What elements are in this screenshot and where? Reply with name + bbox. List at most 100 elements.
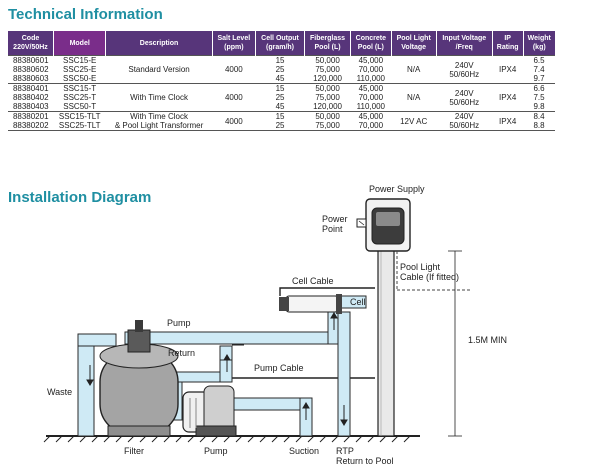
cell-output-cell-value: 45 <box>275 74 285 83</box>
input-voltage-cell-line: 50/60Hz <box>449 121 480 130</box>
header-line: Concrete <box>355 35 386 42</box>
header-line: Pool (L) <box>314 44 341 51</box>
header-ip-rating: IP Rating <box>492 31 524 56</box>
header-input-voltage: Input Voltage/Freq <box>436 31 493 56</box>
description-cell-line: Standard Version <box>128 65 190 74</box>
code-cell-value: 88380603 <box>12 74 49 83</box>
ip-rating-cell-line: IPX4 <box>498 116 517 126</box>
weight-cell-value: 8.4 <box>533 112 545 121</box>
cell-output-cell-value: 45 <box>275 102 285 111</box>
header-line: Salt Level <box>217 35 251 42</box>
cell-output-cell-value: 25 <box>275 93 285 102</box>
cell-output-cell-value: 15 <box>275 56 285 65</box>
weight-cell-value: 6.5 <box>533 56 545 65</box>
description-cell-line: With Time Clock <box>130 112 188 121</box>
fiberglass-cell-value: 75,000 <box>315 121 340 130</box>
header-line: (ppm) <box>224 44 244 51</box>
ground-hatching <box>43 435 411 443</box>
ip-rating-cell-line: IPX4 <box>498 65 517 74</box>
waste-label: Waste <box>47 387 73 397</box>
model-cell-value: SSC15-E <box>63 56 97 65</box>
salt-level-cell-line: 4000 <box>224 116 243 126</box>
code-cell-value: 88380602 <box>12 65 49 74</box>
pool-light-cell: N/A <box>391 83 437 112</box>
salt-level-cell-line: 4000 <box>224 93 243 102</box>
fiberglass-cell-value: 120,000 <box>313 74 342 83</box>
code-cell-value: 88380402 <box>12 93 49 102</box>
cell-label: Cell <box>350 297 366 307</box>
concrete-cell-value: 70,000 <box>358 93 384 102</box>
header-line: Input Voltage <box>442 35 487 42</box>
input-voltage-cell-line: 50/60Hz <box>449 69 480 79</box>
header-line: Pool Light <box>396 35 431 42</box>
cell-output-cell-value: 25 <box>275 121 285 130</box>
header-line: Model <box>69 39 90 47</box>
fiberglass-cell-value: 50,000 <box>315 112 340 121</box>
rtp-line: RTP <box>336 446 354 456</box>
header-line: IP <box>504 35 511 42</box>
cell-output-cell-value: 25 <box>275 65 285 74</box>
weight-cell-value: 7.5 <box>533 93 545 102</box>
concrete-cell-value: 110,000 <box>356 74 385 83</box>
ip-rating-cell: IPX4 <box>492 55 524 84</box>
pool-light-cell-line: 12V AC <box>400 116 428 126</box>
input-voltage-cell-line: 240V <box>454 60 474 70</box>
ip-rating-cell: IPX4 <box>492 111 524 131</box>
header-line: Rating <box>496 44 519 51</box>
weight-cell-value: 6.6 <box>533 84 545 93</box>
salt-cell <box>279 294 342 314</box>
description-cell: With Time Clock <box>105 83 213 112</box>
header-line: Code <box>21 35 40 42</box>
technical-information-heading: Technical Information <box>8 6 163 23</box>
filter-label: Filter <box>124 446 144 456</box>
code-cell-value: 88380601 <box>12 56 49 65</box>
fiberglass-cell-value: 50,000 <box>315 56 340 65</box>
concrete-cell-value: 70,000 <box>358 121 384 130</box>
code-cell-value: 88380403 <box>12 102 49 111</box>
description-cell: With Time Clock& Pool Light Transformer <box>105 111 213 131</box>
model-cell-value: SSC25-E <box>63 65 97 74</box>
cell-output-cell-value: 15 <box>275 84 285 93</box>
model-cell-value: SSC15-T <box>63 84 97 93</box>
pool-light-cable-line: Pool Light <box>400 262 441 272</box>
pool-light-cell: N/A <box>391 55 437 84</box>
input-voltage-cell-line: 240V <box>454 112 474 121</box>
pump-cable-label: Pump Cable <box>254 363 304 373</box>
flow-arrows <box>86 312 348 426</box>
header-salt-level: Salt Level (ppm) <box>212 31 256 56</box>
model-cell-value: SSC50-E <box>63 74 97 83</box>
header-line: (gram/h) <box>266 44 295 51</box>
pool-light-cell: 12V AC <box>391 111 437 131</box>
pool-light-cell-line: N/A <box>407 93 421 102</box>
concrete-cell-value: 45,000 <box>358 112 384 121</box>
mounting-post <box>377 249 395 437</box>
fiberglass-cell-value: 50,000 <box>315 84 340 93</box>
code-cell-value: 88380202 <box>12 121 49 130</box>
fiberglass-cell-value: 75,000 <box>315 65 340 74</box>
power-point-line: Power <box>322 214 348 224</box>
rtp-line: Return to Pool <box>336 456 394 466</box>
code-cell-value: 88380401 <box>12 84 49 93</box>
concrete-cell-value: 45,000 <box>358 56 384 65</box>
